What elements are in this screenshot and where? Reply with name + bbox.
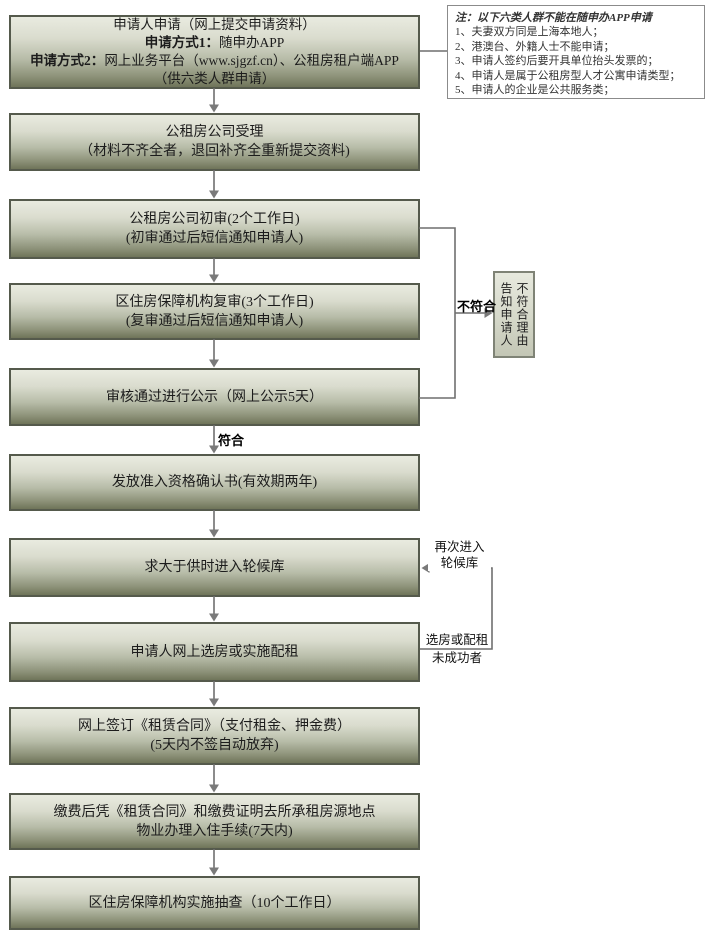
step-line: 申请方式2：网上业务平台（www.sjgzf.cn）、公租房租户端APP（供六类… <box>30 53 399 86</box>
step-line: (5天内不签自动放弃) <box>150 738 279 753</box>
notify-col-left: 告知申请人 <box>499 282 513 347</box>
note-item: 4、申请人是属于公租房型人才公寓申请类型； <box>455 69 681 82</box>
step-line: 申请人网上选房或实施配租 <box>130 644 299 660</box>
step-line: 物业办理入住手续(7天内) <box>136 823 293 839</box>
flow-step-spot-check: 区住房保障机构实施抽查（10个工作日） <box>9 876 420 930</box>
label-pass: 符合 <box>218 433 245 448</box>
step-line: 网上签订《租赁合同》（支付租金、押金费） <box>78 719 351 734</box>
note-item: 5、申请人的企业是公共服务类； <box>455 84 615 97</box>
arrowhead <box>209 784 219 793</box>
label-fail: 不符合 <box>457 299 497 314</box>
step-line: (初审通过后短信通知申请人) <box>125 231 304 246</box>
label-line: 未成功者 <box>431 651 482 665</box>
flow-step-choose-house: 申请人网上选房或实施配租 <box>9 622 420 682</box>
arrowhead <box>209 190 219 199</box>
step-line: 审核通过进行公示（网上公示5天） <box>106 389 323 405</box>
step-line: 求大于供时进入轮候库 <box>144 560 285 575</box>
flow-step-accept: 公租房公司受理 （材料不齐全者，退回补齐全重新提交资料) <box>9 113 420 171</box>
flow-step-first-review: 公租房公司初审(2个工作日) (初审通过后短信通知申请人) <box>9 199 420 259</box>
notify-applicant-box: 告知申请人 不符合理由 <box>493 271 535 358</box>
step-line: 公租房公司初审(2个工作日) <box>129 212 300 227</box>
flow-step-publicity: 审核通过进行公示（网上公示5天） <box>9 368 420 426</box>
step-line: 区住房保障机构复审(3个工作日) <box>115 294 314 310</box>
arrowhead <box>209 867 219 876</box>
flow-step-second-review: 区住房保障机构复审(3个工作日) (复审通过后短信通知申请人) <box>9 283 420 340</box>
step-line: 申请方式1：随申办APP <box>144 35 285 50</box>
line-fail-branch <box>419 227 456 399</box>
step-line: 公租房公司受理 <box>165 125 264 140</box>
flow-step-apply: 申请人申请（网上提交申请资料） 申请方式1：随申办APP 申请方式2：网上业务平… <box>9 15 420 89</box>
arrowhead <box>209 698 219 707</box>
flow-step-waiting-list: 求大于供时进入轮候库 <box>9 538 420 597</box>
arrowhead <box>209 529 219 538</box>
step-line: (复审通过后短信通知申请人) <box>125 313 304 329</box>
arrowhead <box>209 359 219 368</box>
arrowhead <box>209 274 219 283</box>
label-line: 再次进入 <box>434 540 485 554</box>
flow-step-sign-contract: 网上签订《租赁合同》（支付租金、押金费） (5天内不签自动放弃) <box>9 707 420 765</box>
step-line: （材料不齐全者，退回补齐全重新提交资料) <box>79 144 350 159</box>
arrowhead <box>209 104 219 113</box>
label-line: 选房或配租 <box>425 633 489 647</box>
step-line: 发放准入资格确认书(有效期两年) <box>111 475 318 490</box>
note-box: 注：以下六类人群不能在随申办APP申请 1、夫妻双方同是上海本地人； 2、港澳台… <box>447 5 705 99</box>
label-line: 轮候库 <box>440 556 479 570</box>
step-line: 缴费后凭《租赁合同》和缴费证明去所承租房源地点 <box>53 804 376 820</box>
note-item: 1、夫妻双方同是上海本地人； <box>455 26 604 39</box>
step-line: 申请人申请（网上提交申请资料） <box>113 17 316 32</box>
flow-step-check-in: 缴费后凭《租赁合同》和缴费证明去所承租房源地点 物业办理入住手续(7天内) <box>9 793 420 850</box>
arrowhead <box>209 613 219 622</box>
note-title: 注：以下六类人群不能在随申办APP申请 <box>455 12 652 24</box>
label-reenter-waiting-list: 再次进入 轮候库 <box>428 539 491 571</box>
label-choose-unsuccessful: 选房或配租 未成功者 <box>419 632 495 666</box>
flow-step-certificate: 发放准入资格确认书(有效期两年) <box>9 454 420 511</box>
note-item: 2、港澳台、外籍人士不能申请； <box>455 40 615 53</box>
step-line: 区住房保障机构实施抽查（10个工作日） <box>88 895 341 911</box>
notify-col-right: 不符合理由 <box>515 282 529 347</box>
note-item: 3、申请人签约后要开具单位抬头发票的； <box>455 55 659 68</box>
